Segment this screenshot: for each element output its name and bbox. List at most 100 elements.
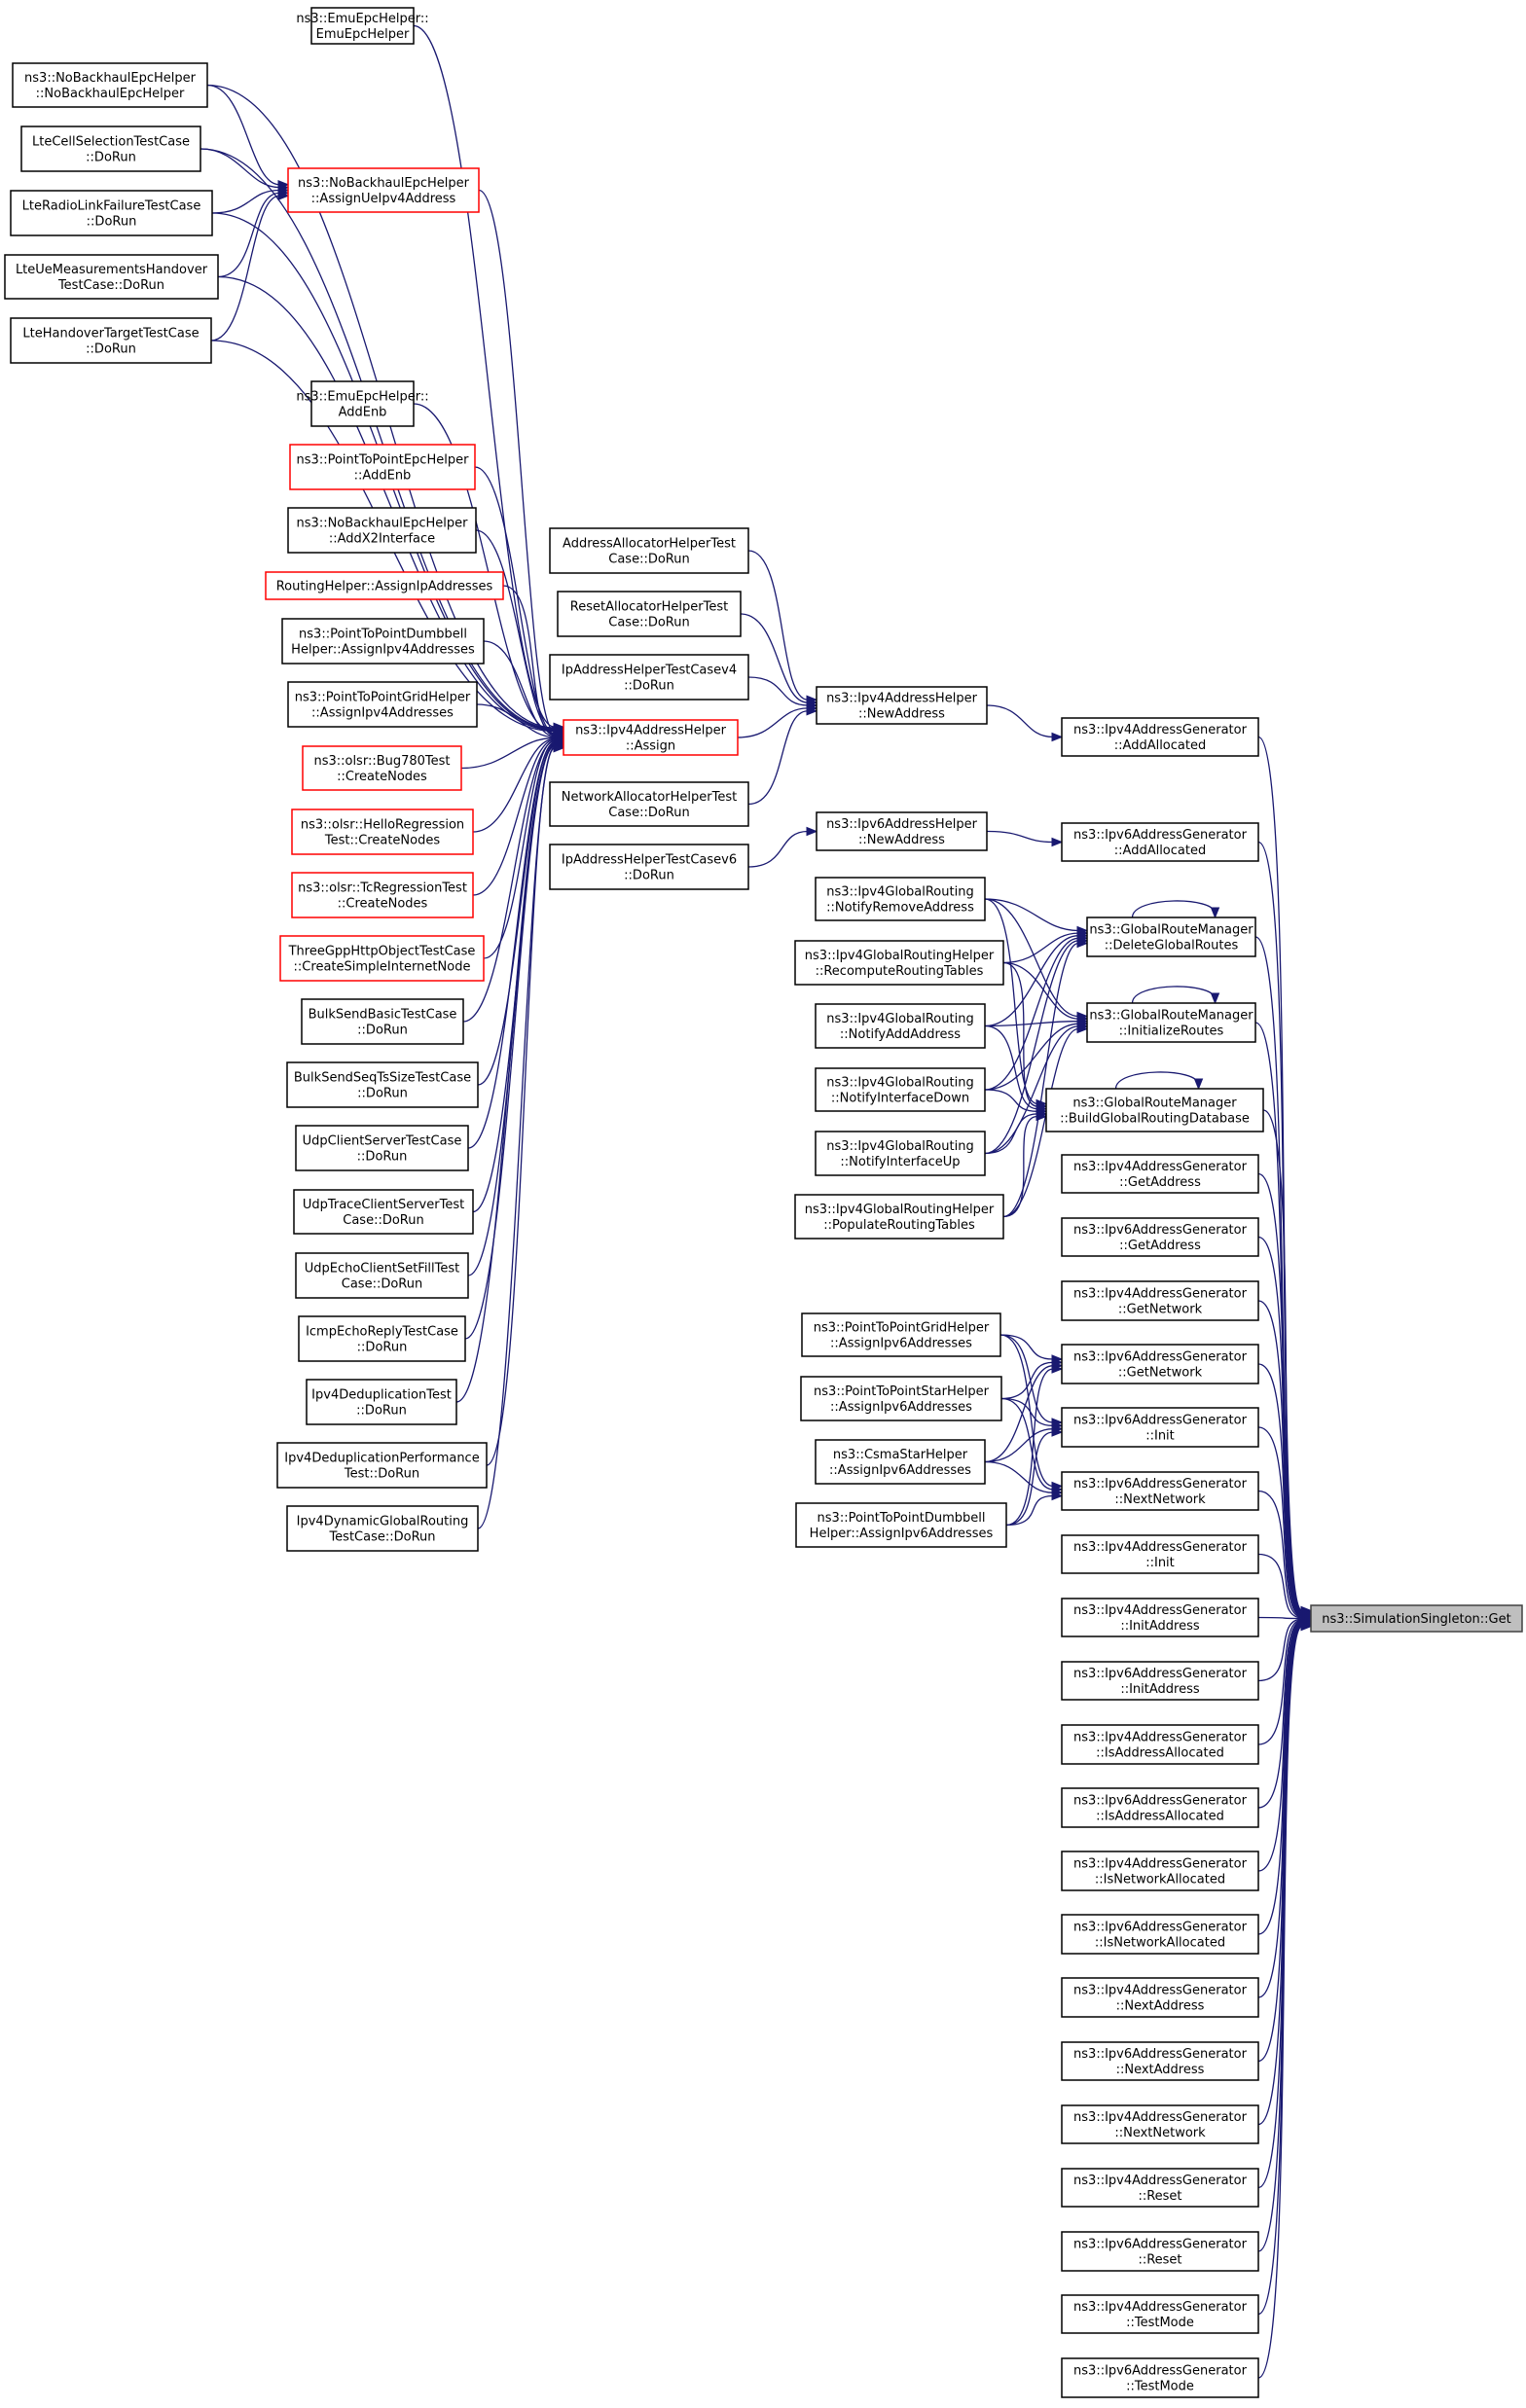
edge-arrowhead bbox=[1036, 1111, 1048, 1122]
function-node[interactable]: ns3::PointToPointDumbbellHelper::AssignI… bbox=[795, 1502, 1007, 1548]
function-node[interactable]: ns3::Ipv6AddressGenerator::IsNetworkAllo… bbox=[1061, 1914, 1259, 1955]
function-node[interactable]: ns3::PointToPointGridHelper::AssignIpv4A… bbox=[287, 681, 478, 728]
call-edge bbox=[217, 192, 280, 278]
function-node[interactable]: ns3::olsr::HelloRegressionTest::CreateNo… bbox=[291, 809, 474, 855]
node-box bbox=[1061, 1471, 1259, 1511]
node-label: ns3::GlobalRouteManager bbox=[1089, 1009, 1254, 1024]
function-node[interactable]: ns3::Ipv4AddressGenerator::Init bbox=[1061, 1534, 1259, 1574]
function-node[interactable]: ns3::EmuEpcHelper::AddEnb bbox=[296, 380, 429, 427]
function-node[interactable]: ns3::GlobalRouteManager::InitializeRoute… bbox=[1086, 1002, 1256, 1043]
function-node[interactable]: ns3::GlobalRouteManager::DeleteGlobalRou… bbox=[1086, 916, 1256, 957]
function-node[interactable]: ns3::Ipv4GlobalRoutingHelper::PopulateRo… bbox=[794, 1194, 1004, 1240]
function-node[interactable]: ns3::Ipv4AddressGenerator::IsNetworkAllo… bbox=[1061, 1851, 1259, 1891]
function-node[interactable]: ns3::Ipv4AddressHelper::Assign bbox=[563, 719, 739, 756]
function-node[interactable]: ns3::Ipv4AddressGenerator::Reset bbox=[1061, 2168, 1259, 2208]
function-node[interactable]: LteCellSelectionTestCase::DoRun bbox=[20, 126, 201, 172]
function-node[interactable]: ns3::Ipv4AddressGenerator::NextNetwork bbox=[1061, 2104, 1259, 2144]
function-node[interactable]: ns3::Ipv6AddressGenerator::InitAddress bbox=[1061, 1661, 1259, 1701]
function-node[interactable]: UdpClientServerTestCase::DoRun bbox=[295, 1125, 469, 1171]
call-edge bbox=[1257, 1621, 1303, 1998]
node-label: Case::DoRun bbox=[342, 1277, 422, 1292]
function-node[interactable]: ns3::PointToPointEpcHelper::AddEnb bbox=[289, 444, 476, 490]
node-label: Helper::AssignIpv4Addresses bbox=[291, 643, 475, 658]
node-label: ::NoBackhaulEpcHelper bbox=[36, 87, 185, 101]
function-node[interactable]: ns3::Ipv4AddressGenerator::GetAddress bbox=[1061, 1154, 1259, 1194]
call-edge bbox=[472, 738, 556, 896]
function-node[interactable]: ThreeGppHttpObjectTestCase::CreateSimple… bbox=[279, 935, 485, 982]
function-node[interactable]: BulkSendSeqTsSizeTestCase::DoRun bbox=[286, 1061, 479, 1108]
function-node[interactable]: ns3::Ipv6AddressGenerator::TestMode bbox=[1061, 2357, 1259, 2398]
node-box bbox=[800, 1376, 1002, 1421]
node-label: ns3::PointToPointStarHelper bbox=[814, 1384, 990, 1399]
function-node[interactable]: ns3::CsmaStarHelper::AssignIpv6Addresses bbox=[815, 1439, 986, 1485]
function-node[interactable]: ns3::Ipv4GlobalRouting::NotifyAddAddress bbox=[815, 1003, 986, 1049]
node-label: Case::DoRun bbox=[343, 1213, 423, 1228]
function-node[interactable]: ns3::Ipv6AddressGenerator::GetAddress bbox=[1061, 1217, 1259, 1257]
call-edge bbox=[1257, 1619, 1303, 1809]
function-node[interactable]: IpAddressHelperTestCasev6::DoRun bbox=[549, 844, 749, 890]
function-node[interactable]: ns3::Ipv6AddressGenerator::IsAddressAllo… bbox=[1061, 1787, 1259, 1828]
node-box bbox=[276, 1442, 488, 1489]
function-node[interactable]: ns3::olsr::TcRegressionTest::CreateNodes bbox=[291, 872, 474, 918]
function-node[interactable]: ns3::Ipv4AddressGenerator::AddAllocated bbox=[1061, 717, 1259, 757]
function-node[interactable]: ns3::Ipv4GlobalRouting::NotifyInterfaceU… bbox=[815, 1131, 986, 1176]
function-node[interactable]: ns3::Ipv4GlobalRouting::NotifyInterfaceD… bbox=[815, 1067, 986, 1112]
function-node[interactable]: ns3::Ipv6AddressGenerator::Init bbox=[1061, 1407, 1259, 1448]
function-node[interactable]: ns3::Ipv4AddressGenerator::IsAddressAllo… bbox=[1061, 1724, 1259, 1765]
node-label: ns3::Ipv4AddressGenerator bbox=[1073, 1540, 1248, 1555]
node-label: ::NewAddress bbox=[858, 833, 945, 847]
call-edge bbox=[1002, 961, 1038, 1107]
function-node[interactable]: ns3::Ipv4GlobalRoutingHelper::RecomputeR… bbox=[794, 940, 1004, 986]
node-box bbox=[815, 877, 986, 921]
function-node[interactable]: Ipv4DeduplicationTest::DoRun bbox=[306, 1379, 457, 1425]
call-edge bbox=[984, 1428, 1054, 1463]
function-node[interactable]: ns3::Ipv4AddressGenerator::GetNetwork bbox=[1061, 1280, 1259, 1321]
function-node[interactable]: RoutingHelper::AssignIpAddresses bbox=[265, 571, 504, 600]
node-label: ::NextAddress bbox=[1116, 1999, 1205, 2014]
function-node[interactable]: ns3::Ipv6AddressGenerator::GetNetwork bbox=[1061, 1344, 1259, 1384]
function-node[interactable]: ns3::Ipv4AddressGenerator::TestMode bbox=[1061, 2294, 1259, 2334]
function-node[interactable]: IcmpEchoReplyTestCase::DoRun bbox=[298, 1315, 466, 1362]
call-edge bbox=[999, 1334, 1054, 1423]
function-node[interactable]: ns3::olsr::Bug780Test::CreateNodes bbox=[302, 745, 462, 791]
node-label: ns3::olsr::TcRegressionTest bbox=[298, 881, 467, 896]
root-node[interactable]: ns3::SimulationSingleton::Get bbox=[1310, 1604, 1523, 1633]
call-edge bbox=[986, 830, 1054, 844]
function-node[interactable]: LteHandoverTargetTestCase::DoRun bbox=[10, 317, 212, 364]
function-node[interactable]: LteRadioLinkFailureTestCase::DoRun bbox=[10, 190, 213, 236]
function-node[interactable]: ns3::NoBackhaulEpcHelper::AddX2Interface bbox=[287, 507, 477, 554]
function-node[interactable]: ns3::EmuEpcHelper::EmuEpcHelper bbox=[296, 7, 429, 45]
function-node[interactable]: ns3::Ipv6AddressGenerator::AddAllocated bbox=[1061, 822, 1259, 862]
function-node[interactable]: ns3::Ipv4AddressGenerator::NextAddress bbox=[1061, 1977, 1259, 2018]
function-node[interactable]: ns3::Ipv4GlobalRouting::NotifyRemoveAddr… bbox=[815, 877, 986, 921]
function-node[interactable]: ns3::PointToPointDumbbellHelper::AssignI… bbox=[281, 618, 485, 665]
function-node[interactable]: ns3::Ipv6AddressGenerator::NextNetwork bbox=[1061, 1471, 1259, 1511]
edge-arrowhead bbox=[1210, 992, 1220, 1005]
node-label: ns3::EmuEpcHelper:: bbox=[296, 390, 428, 405]
function-node[interactable]: BulkSendBasicTestCase::DoRun bbox=[301, 998, 464, 1045]
function-node[interactable]: ns3::NoBackhaulEpcHelper::AssignUeIpv4Ad… bbox=[287, 167, 480, 213]
function-node[interactable]: ns3::PointToPointGridHelper::AssignIpv6A… bbox=[801, 1312, 1001, 1357]
node-box bbox=[1086, 1002, 1256, 1043]
node-box bbox=[815, 1131, 986, 1176]
call-edge bbox=[999, 1334, 1054, 1488]
function-node[interactable]: IpAddressHelperTestCasev4::DoRun bbox=[549, 654, 749, 701]
function-node[interactable]: ns3::Ipv4AddressHelper::NewAddress bbox=[816, 686, 988, 725]
function-node[interactable]: ns3::NoBackhaulEpcHelper::NoBackhaulEpcH… bbox=[12, 62, 208, 108]
node-label: ns3::Ipv4GlobalRouting bbox=[826, 1076, 973, 1091]
node-label: ns3::Ipv4GlobalRoutingHelper bbox=[805, 1203, 995, 1217]
function-node[interactable]: ns3::PointToPointStarHelper::AssignIpv6A… bbox=[800, 1376, 1002, 1421]
function-node[interactable]: ns3::Ipv6AddressHelper::NewAddress bbox=[816, 811, 988, 851]
function-node[interactable]: ns3::Ipv6AddressGenerator::Reset bbox=[1061, 2231, 1259, 2272]
function-node[interactable]: ns3::Ipv6AddressGenerator::NextAddress bbox=[1061, 2041, 1259, 2081]
function-node[interactable]: ns3::Ipv4AddressGenerator::InitAddress bbox=[1061, 1598, 1259, 1637]
function-node[interactable]: ns3::GlobalRouteManager::BuildGlobalRout… bbox=[1045, 1088, 1264, 1132]
